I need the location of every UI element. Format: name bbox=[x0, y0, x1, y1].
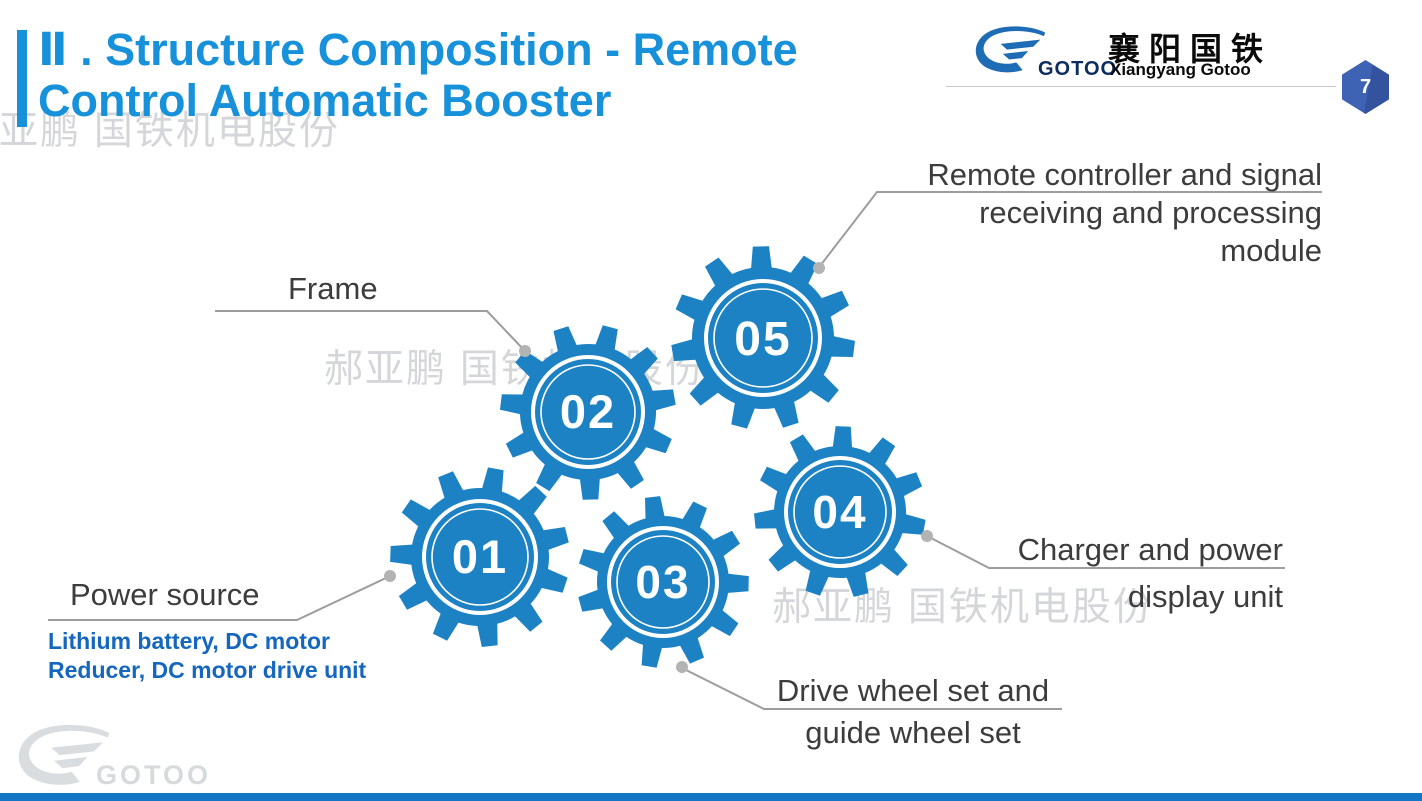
gear-05-body bbox=[671, 246, 855, 429]
logo-brand-text: GOTOO bbox=[1038, 58, 1118, 80]
watermark-logo-text: GOTOO bbox=[96, 760, 212, 790]
gear-03-body bbox=[578, 496, 749, 668]
callout-dot-power bbox=[384, 570, 396, 582]
callout-charger: Charger and power display unit bbox=[1018, 531, 1283, 616]
callout-dot-drive bbox=[676, 661, 688, 673]
title-accent-bar bbox=[17, 30, 27, 127]
logo-swoosh-icon bbox=[975, 26, 1046, 73]
gear-02: 02 bbox=[500, 325, 676, 500]
gear-01-ring-outer bbox=[422, 499, 538, 615]
header-divider bbox=[946, 86, 1336, 87]
callout-remote-line-3: module bbox=[1220, 233, 1322, 268]
title-line-2: Control Automatic Booster bbox=[38, 75, 612, 126]
gear-05-ring-inner bbox=[713, 288, 813, 388]
callout-dot-frame bbox=[519, 345, 531, 357]
gear-03-ring-inner bbox=[616, 535, 710, 629]
gear-01-number: 01 bbox=[452, 530, 508, 583]
logo-name-cn: 襄阳国铁 bbox=[1108, 31, 1273, 67]
gear-02-body bbox=[500, 325, 676, 500]
callout-drive-line-1: Drive wheel set and bbox=[776, 673, 1050, 708]
watermark-logo-swoosh-icon bbox=[18, 724, 110, 785]
gear-04-ring-inner bbox=[793, 465, 887, 559]
callout-charger-line-1: Charger and power bbox=[1017, 532, 1283, 567]
callout-dot-charger bbox=[921, 530, 933, 542]
callout-line-charger bbox=[928, 536, 1285, 569]
gear-02-ring-inner bbox=[540, 364, 636, 460]
bottom-bar bbox=[0, 793, 1422, 801]
power-source-detail-line-1: Lithium battery, DC motor bbox=[48, 628, 330, 654]
gear-03-ring-outer bbox=[607, 526, 719, 638]
watermark-logo: GOTOO bbox=[6, 720, 236, 796]
callout-power-source: Power source bbox=[70, 577, 260, 612]
page-number: 7 bbox=[1359, 75, 1372, 98]
company-logo: GOTOO 襄阳国铁 Xiangyang Gotoo bbox=[966, 18, 1346, 88]
gear-04: 04 bbox=[754, 426, 926, 597]
watermark-text-3: 郝亚鹏 国铁机电股份 bbox=[772, 586, 1154, 629]
callout-remote: Remote controller and signal receiving a… bbox=[927, 156, 1322, 270]
callout-charger-line-2: display unit bbox=[1127, 579, 1283, 614]
callout-frame: Frame bbox=[288, 271, 378, 306]
callout-line-remote bbox=[819, 191, 1322, 267]
power-source-details: Lithium battery, DC motor Reducer, DC mo… bbox=[48, 627, 366, 685]
page-title: Ⅱ . Structure Composition - Remote Contr… bbox=[38, 24, 798, 126]
gear-04-ring-outer bbox=[784, 456, 896, 568]
gear-01: 01 bbox=[390, 467, 569, 647]
callout-remote-line-2: receiving and processing bbox=[979, 195, 1322, 230]
power-source-detail-line-2: Reducer, DC motor drive unit bbox=[48, 657, 367, 683]
gear-04-body bbox=[754, 426, 926, 597]
gear-05-number: 05 bbox=[734, 313, 791, 366]
callout-line-frame bbox=[215, 310, 525, 351]
gear-05-ring-outer bbox=[704, 279, 822, 397]
callout-drive-line-2: guide wheel set bbox=[805, 715, 1021, 750]
gear-03-number: 03 bbox=[635, 556, 690, 608]
gear-04-number: 04 bbox=[812, 486, 867, 538]
gear-05: 05 bbox=[671, 246, 855, 429]
gear-02-number: 02 bbox=[560, 385, 616, 438]
gear-01-ring-inner bbox=[431, 508, 529, 606]
title-line-1: Ⅱ . Structure Composition - Remote bbox=[38, 24, 798, 75]
gear-01-body bbox=[390, 467, 569, 647]
callout-line-drive bbox=[683, 668, 1062, 710]
callout-dot-remote bbox=[813, 262, 825, 274]
callout-drive-wheel: Drive wheel set and guide wheel set bbox=[762, 672, 1064, 752]
logo-name-en: Xiangyang Gotoo bbox=[1110, 60, 1251, 79]
watermark-text-1: 郝亚鹏 国铁机电股份 bbox=[0, 110, 340, 153]
gear-02-ring-outer bbox=[531, 355, 645, 469]
callout-line-power bbox=[48, 576, 389, 621]
callout-remote-line-1: Remote controller and signal bbox=[927, 157, 1322, 192]
gear-03: 03 bbox=[578, 496, 749, 668]
